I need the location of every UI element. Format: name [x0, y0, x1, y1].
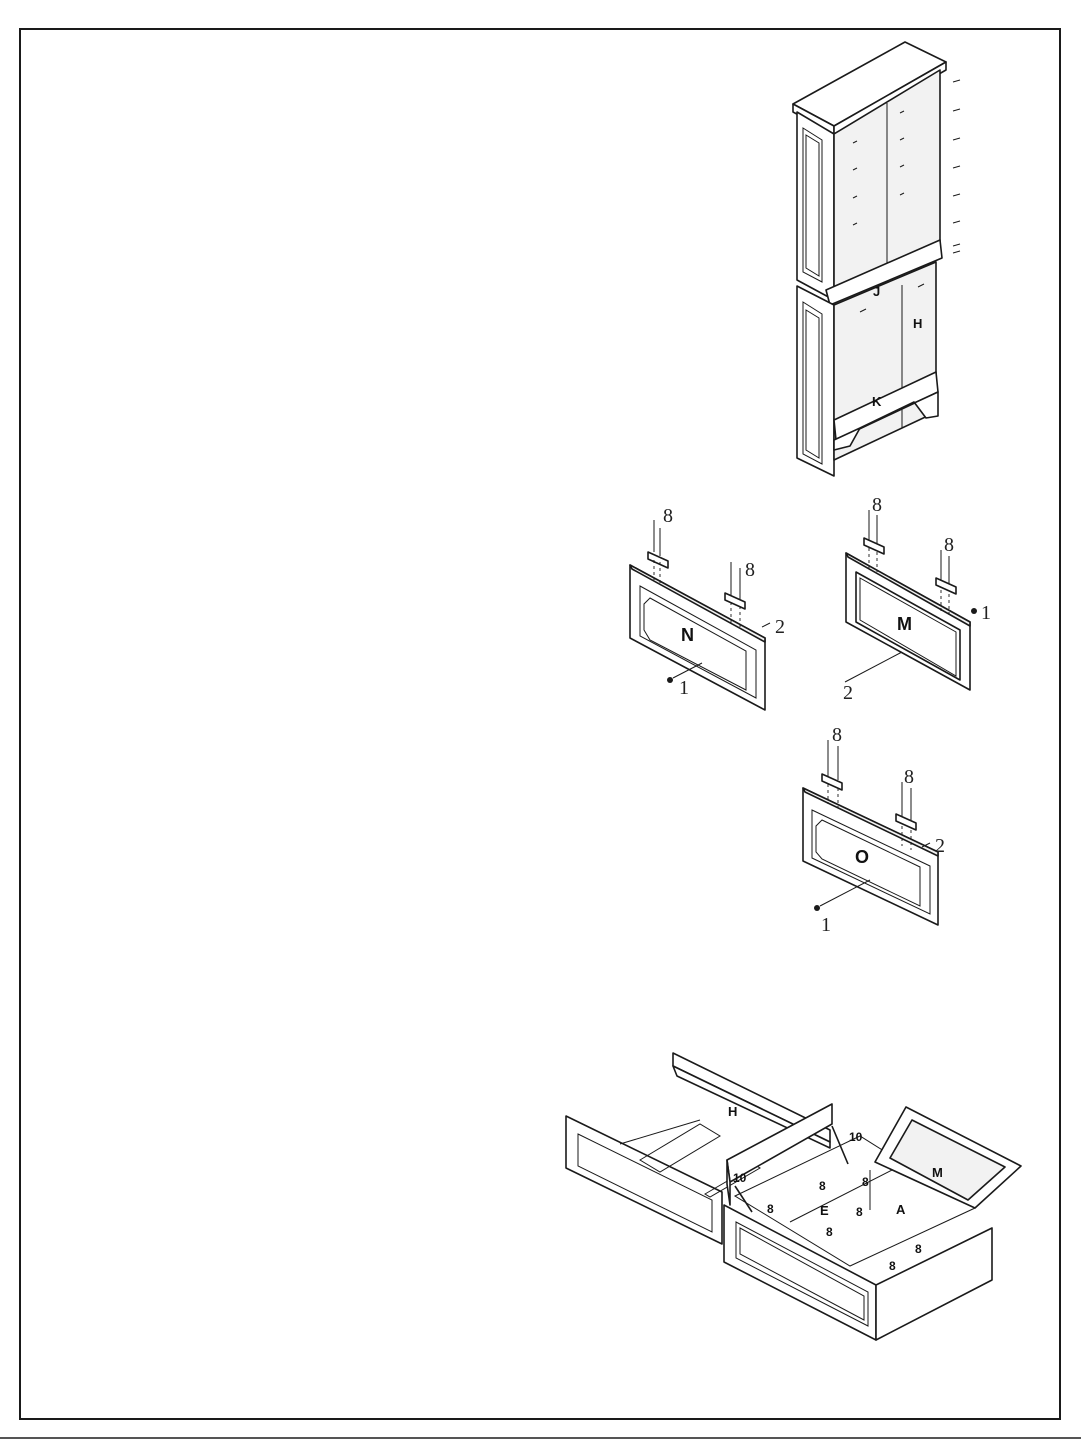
door-m-callout-2: 2 [843, 682, 853, 704]
door-o-callout-2: 2 [935, 835, 945, 857]
base-callout-8e: 8 [915, 1242, 922, 1256]
base-letter-h: H [728, 1104, 737, 1119]
cabinet-illustration: J H K [793, 42, 960, 476]
base-callout-8b: 8 [767, 1202, 774, 1216]
door-n-callout-1: 1 [679, 677, 689, 699]
door-o-callout-8b: 8 [904, 766, 914, 788]
door-m-callout-8b: 8 [944, 534, 954, 556]
base-callout-10a: 10 [849, 1130, 863, 1144]
door-o-letter: O [855, 847, 869, 867]
door-m-letter: M [897, 614, 912, 634]
door-o-callout-1: 1 [821, 914, 831, 936]
door-m-callout-1: 1 [981, 602, 991, 624]
base-letter-m: M [932, 1165, 943, 1180]
door-n-letter: N [681, 625, 694, 645]
base-letter-a: A [896, 1202, 906, 1217]
door-m-illustration: M 8 8 1 2 [843, 494, 991, 704]
base-callout-8f: 8 [889, 1259, 896, 1273]
base-callout-8d: 8 [826, 1225, 833, 1239]
cabinet-label-j: J [873, 284, 880, 299]
base-callout-10b: 10 [733, 1171, 747, 1185]
door-n-illustration: N 8 8 2 1 [630, 505, 785, 710]
door-n-callout-2: 2 [775, 616, 785, 638]
base-callout-8a: 8 [819, 1179, 826, 1193]
door-o-callout-8a: 8 [832, 724, 842, 746]
door-n-callout-8a: 8 [663, 505, 673, 527]
base-callout-8g: 8 [862, 1175, 869, 1189]
base-assembly-illustration: H M E A 10 10 8 8 8 8 8 8 8 [566, 1053, 1021, 1340]
door-m-callout-8a: 8 [872, 494, 882, 516]
cabinet-label-h: H [913, 316, 922, 331]
cabinet-label-k: K [872, 394, 882, 409]
base-letter-e: E [820, 1203, 829, 1218]
base-callout-8c: 8 [856, 1205, 863, 1219]
door-o-illustration: O 8 8 2 1 [803, 724, 945, 936]
door-n-callout-8b: 8 [745, 559, 755, 581]
